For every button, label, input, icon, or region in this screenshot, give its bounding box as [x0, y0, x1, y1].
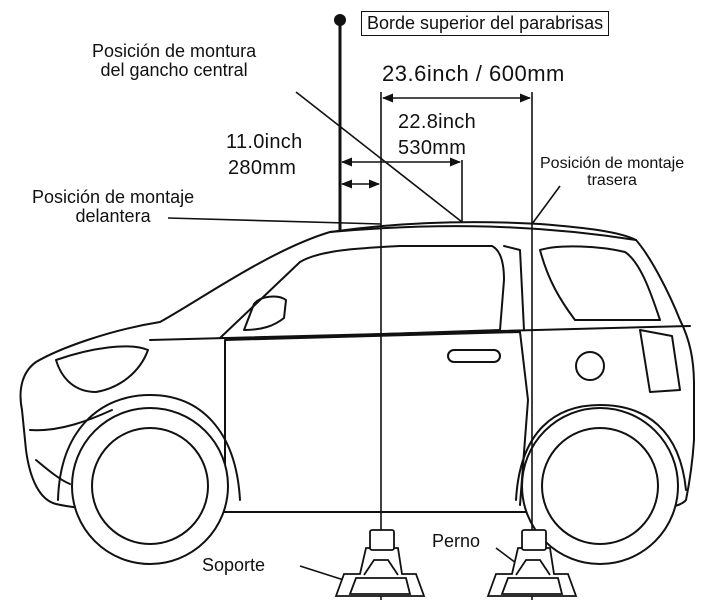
center-hook-label-line1: Posición de montura: [92, 41, 257, 61]
front-window: [219, 245, 505, 339]
window-pillar: [503, 245, 525, 331]
rear-support-foot: [486, 529, 578, 597]
rear-mount-label-line2: trasera: [587, 171, 637, 189]
front-mount-label: Posición de montaje delantera: [32, 188, 194, 226]
center-hook-label: Posición de montura del gancho central: [92, 42, 256, 80]
center-hook-leader: [295, 91, 463, 223]
front-mount-label-line1: Posición de montaje: [32, 187, 195, 207]
roof-line: [329, 225, 637, 241]
tail-light: [639, 329, 681, 393]
side-mirror: [243, 295, 287, 331]
short-dim-label-in: 11.0inch: [226, 131, 303, 153]
total-dim-label: 23.6inch / 600mm: [382, 61, 565, 86]
front-support-foot: [334, 529, 426, 597]
front-wheel-rim: [91, 427, 209, 545]
door-outline: [224, 331, 529, 506]
front-bumper: [29, 409, 113, 485]
mid-dim-label-mm: 530mm: [398, 137, 467, 159]
rear-mount-label-line1: Posición de montaje: [540, 155, 685, 172]
mast-top-dot: [334, 14, 346, 26]
front-mount-label-line2: delantera: [75, 205, 151, 226]
support-label: Soporte: [202, 555, 266, 575]
rear-wheel-arch: [515, 404, 687, 501]
front-mount-leader: [167, 217, 382, 225]
door-handle: [447, 349, 501, 363]
rear-wheel-rim: [541, 427, 659, 545]
mid-dim-label-in: 22.8inch: [398, 111, 477, 133]
short-dim-label-mm: 280mm: [228, 157, 297, 179]
center-hook-label-line2: del gancho central: [100, 59, 248, 80]
rear-mount-leader: [531, 185, 561, 225]
rear-quarter-window: [539, 245, 661, 321]
headlight: [55, 345, 149, 393]
front-wheel-arch: [57, 394, 241, 501]
door-line: [149, 325, 691, 341]
windshield-top-label: Borde superior del parabrisas: [361, 11, 610, 36]
bolt-label: Perno: [432, 531, 481, 551]
rear-mount-label: Posición de montaje trasera: [540, 155, 685, 190]
fuel-cap: [575, 351, 605, 381]
